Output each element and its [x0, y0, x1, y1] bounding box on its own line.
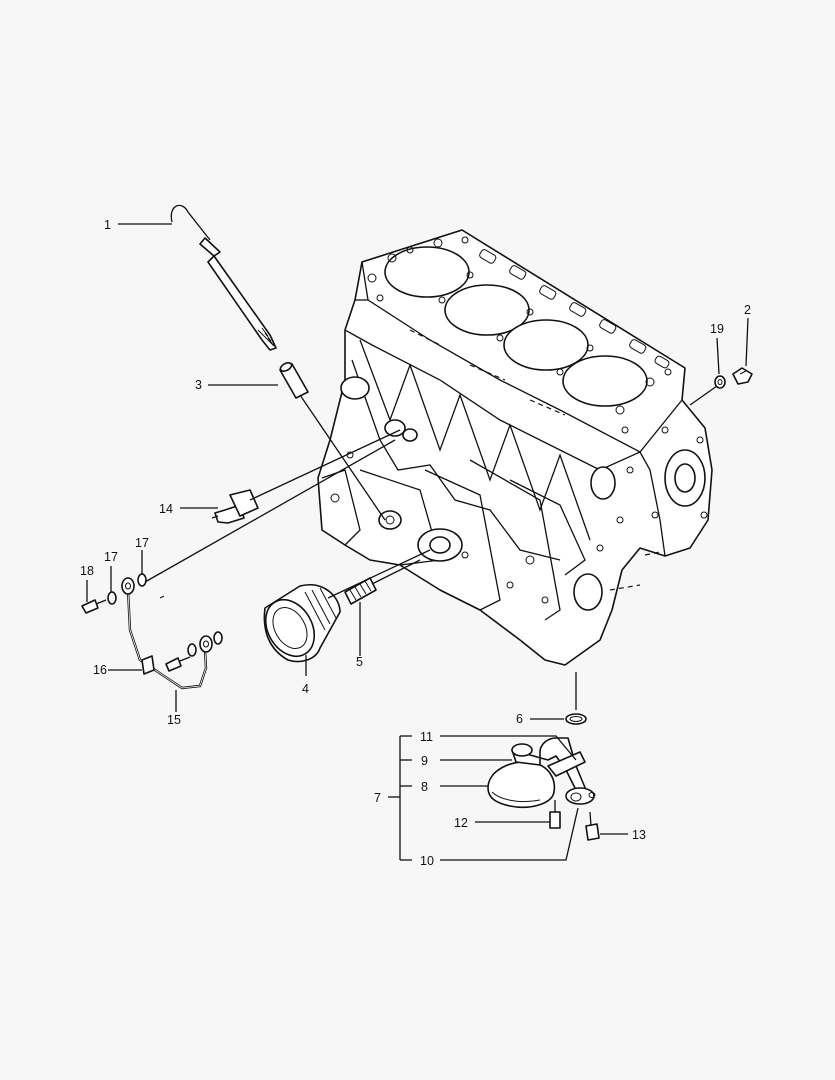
callout-3: 3: [195, 378, 202, 392]
callout-19: 19: [710, 322, 724, 336]
oil-pressure-switch: [211, 429, 401, 524]
drain-plug: [732, 367, 753, 385]
callout-2: 2: [744, 303, 751, 317]
filter-stud: [344, 559, 421, 605]
callout-7: 7: [374, 791, 381, 805]
callout-14: 14: [159, 502, 173, 516]
cylinder-bore-1: [384, 246, 470, 298]
callout-1: 1: [104, 218, 111, 232]
callout-5: 5: [356, 655, 363, 669]
oil-pipe-assembly: [81, 439, 396, 690]
o-ring: [565, 672, 587, 725]
callout-labels: 1 2 3 4 5 6 7 8 9 10 11 12 13 14 15 16 1…: [80, 218, 751, 868]
plug-washer: [689, 375, 726, 406]
callout-15: 15: [167, 713, 181, 727]
callout-10: 10: [420, 854, 434, 868]
callout-16: 16: [93, 663, 107, 677]
cylinder-bore-3: [503, 319, 589, 371]
callout-13: 13: [632, 828, 646, 842]
callout-18: 18: [80, 564, 94, 578]
callout-11: 11: [420, 730, 433, 744]
callout-8: 8: [421, 780, 428, 794]
oil-strainer-assembly: [487, 737, 600, 841]
cylinder-block: [317, 229, 713, 666]
callout-17-left: 17: [104, 550, 118, 564]
callout-4: 4: [302, 682, 309, 696]
leader-lines: [86, 223, 749, 861]
callout-6: 6: [516, 712, 523, 726]
oil-filter: [263, 549, 431, 663]
cylinder-bore-2: [444, 284, 530, 336]
callout-17-right: 17: [135, 536, 149, 550]
cylinder-bore-4: [562, 355, 648, 407]
callout-9: 9: [421, 754, 428, 768]
callout-12: 12: [454, 816, 468, 830]
dipstick: [170, 204, 277, 351]
